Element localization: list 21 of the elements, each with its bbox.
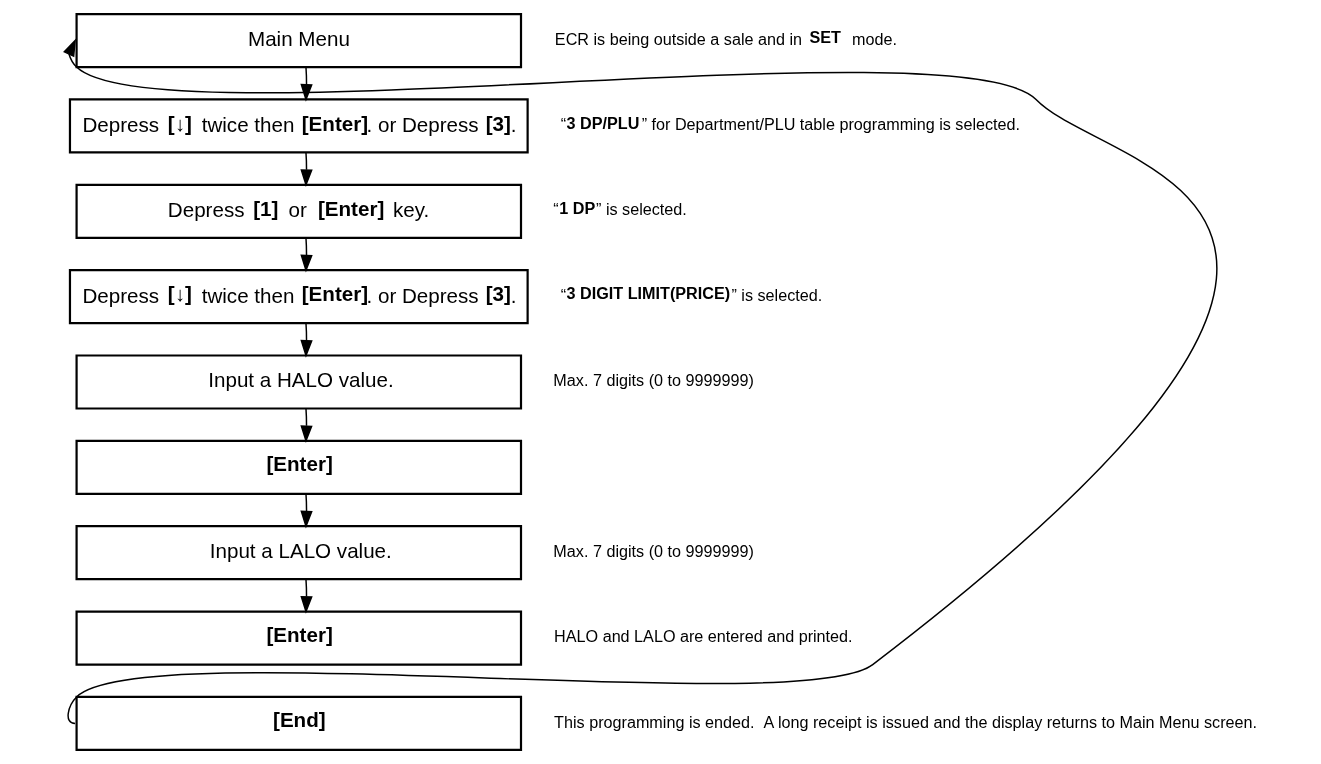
node-box: [Enter] xyxy=(75,610,523,666)
node-label: Max. 7 digits (0 to 9999999) xyxy=(553,541,754,560)
node-box: Depress [1] or [Enter] key. xyxy=(75,183,523,239)
node-label: “3 DP/PLU” for Department/PLU table programming is selected. xyxy=(560,113,1021,134)
node-label: ECR is being outside a sale and in SET mode. xyxy=(554,28,898,48)
node-box: Main Menu xyxy=(75,13,523,69)
node-box: Input a HALO value. xyxy=(75,354,523,410)
arrow xyxy=(300,66,313,102)
node-label: “3 DIGIT LIMIT(PRICE)” is selected. xyxy=(560,284,823,304)
node-box: Input a LALO value. xyxy=(75,525,523,581)
arrow xyxy=(63,38,1218,725)
node-label: Max. 7 digits (0 to 9999999) xyxy=(553,371,754,390)
node-box: [Enter] xyxy=(75,439,523,495)
node-label: HALO and LALO are entered and printed. xyxy=(554,627,853,646)
node-label: This programming is ended. A long receipt is issued and the display returns to Main Menu screen. xyxy=(554,712,1258,731)
node-box: Depress [↓] twice then [Enter]. or Depress [3]. xyxy=(68,98,529,154)
arrow xyxy=(300,578,313,614)
node-box: Depress [↓] twice then [Enter]. or Depress [3]. xyxy=(68,269,529,325)
node-box: [End] xyxy=(75,695,523,751)
arrow xyxy=(300,322,313,358)
node-label: “1 DP” is selected. xyxy=(553,198,687,219)
